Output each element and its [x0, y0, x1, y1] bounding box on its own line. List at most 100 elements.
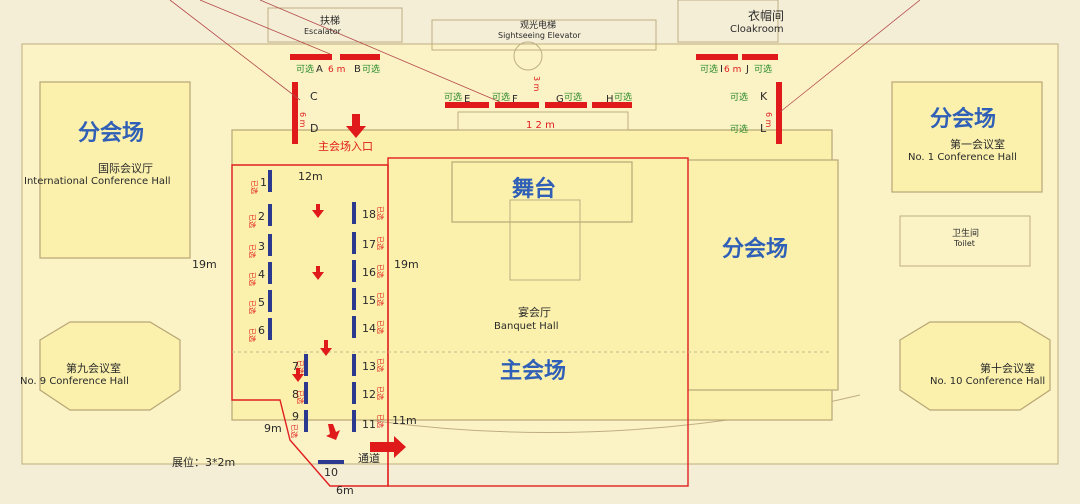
dim-corridor-top: 12m — [298, 170, 323, 183]
booth-12-mark — [352, 382, 356, 404]
booth-status-b: 可选 — [362, 63, 380, 75]
booth-num-18: 18 — [362, 208, 376, 221]
booth-15-mark — [352, 288, 356, 310]
pointer-line-4 — [779, 0, 921, 113]
stage-area — [451, 161, 633, 223]
intl-hall-cn: 国际会议厅 — [98, 162, 153, 175]
right-booth-group — [352, 202, 356, 432]
dim-elevator-gap: 3 m — [532, 76, 541, 92]
elevator-shaft — [513, 41, 543, 71]
pointer-line-2 — [199, 0, 331, 55]
booth-status-18: 已选 — [376, 206, 385, 220]
escalator-cn: 扶梯 — [320, 14, 340, 27]
dim-corridor-right: 19m — [394, 258, 419, 271]
booth-5-mark — [268, 290, 272, 312]
booth-num-4: 4 — [258, 268, 265, 281]
booth-status-15: 已选 — [376, 292, 385, 306]
booth-status-j: 可选 — [754, 63, 772, 75]
booth-letter-g: G — [556, 94, 564, 105]
booth-num-1: 1 — [260, 176, 267, 189]
booth-status-2: 已选 — [248, 214, 257, 228]
booth-num-11: 11 — [362, 418, 376, 431]
booth-status-4: 已选 — [248, 272, 257, 286]
booth-2-mark — [268, 204, 272, 226]
stage-inner — [509, 199, 581, 281]
left-booth-group — [268, 170, 308, 432]
booth-4-mark — [268, 262, 272, 284]
booth-3-mark — [268, 234, 272, 256]
booth-status-e: 可选 — [444, 91, 462, 103]
flow-arrow-5 — [326, 424, 340, 440]
corridor-boundary — [231, 164, 389, 487]
escalator-area — [267, 7, 403, 43]
booth-letter-j: J — [745, 64, 749, 75]
booth-bar-cd — [292, 82, 298, 144]
booth-status-11: 已选 — [376, 414, 385, 428]
entrance-arrow — [346, 114, 366, 138]
booth-num-3: 3 — [258, 240, 265, 253]
dim-corridor-left: 19m — [192, 258, 217, 271]
booth-num-14: 14 — [362, 322, 376, 335]
booth-status-g: 可选 — [564, 91, 582, 103]
booth-bar-f — [495, 102, 539, 108]
booth-letter-a: A — [316, 64, 323, 75]
booth-6-mark — [268, 318, 272, 340]
booth-letter-h: H — [606, 94, 614, 105]
booth-num-15: 15 — [362, 294, 376, 307]
conf9-en: No. 9 Conference Hall — [20, 376, 129, 387]
booth-status-14: 已选 — [376, 320, 385, 334]
booth-num-7: 7 — [292, 360, 299, 373]
booth-letter-f: F — [512, 94, 518, 105]
toilet-en: Toilet — [953, 239, 975, 248]
passage-label: 通道 — [358, 451, 380, 465]
booth-letter-d: D — [310, 122, 318, 135]
efgh-platform — [457, 111, 629, 131]
main-entrance-label: 主会场入口 — [318, 139, 373, 153]
elevator-cn: 观光电梯 — [520, 19, 556, 31]
booth-status-1: 已选 — [250, 180, 259, 194]
booth-status-16: 已选 — [376, 264, 385, 278]
booth-status-17: 已选 — [376, 236, 385, 250]
cloakroom-area — [677, 0, 779, 43]
dim-cd: 6 m — [298, 112, 307, 128]
cloakroom-cn: 衣帽间 — [748, 8, 784, 23]
banquet-cn: 宴会厅 — [518, 305, 551, 319]
booth-16-mark — [352, 260, 356, 282]
booth-status-6: 已选 — [248, 328, 257, 342]
booth-status-k: 可选 — [730, 91, 748, 103]
booth-bar-b — [340, 54, 380, 60]
dim-bottom-left: 9m — [264, 422, 282, 435]
booth-bar-g — [545, 102, 587, 108]
booth-18-mark — [352, 202, 356, 224]
booth-status-h: 可选 — [614, 91, 632, 103]
booth-14-mark — [352, 316, 356, 338]
booth-status-9: 已选 — [290, 424, 299, 438]
flow-arrow-3 — [320, 340, 332, 356]
booth-10-mark — [318, 460, 344, 464]
booth-11-mark — [352, 410, 356, 432]
booth-num-9: 9 — [292, 410, 299, 423]
booth-num-16: 16 — [362, 266, 376, 279]
conf9-room — [39, 321, 181, 411]
elevator-area — [431, 19, 657, 51]
dim-bottom-right: 11m — [392, 414, 417, 427]
booth-bar-a — [290, 54, 332, 60]
booth-bar-j — [742, 54, 778, 60]
flow-arrow-4 — [292, 368, 304, 382]
booth-num-12: 12 — [362, 388, 376, 401]
conf10-en: No. 10 Conference Hall — [930, 376, 1045, 387]
booth-status-i: 可选 — [700, 63, 718, 75]
booth-bar-i — [696, 54, 738, 60]
booth-status-13: 已选 — [376, 358, 385, 372]
dim-ij: 6 m — [724, 65, 741, 75]
conf1-room — [891, 81, 1043, 193]
booth-status-7: 已选 — [296, 360, 305, 374]
booth-size-label: 展位：3*2m — [172, 455, 235, 469]
booth-letter-e: E — [464, 94, 470, 105]
flow-arrow-1 — [312, 204, 324, 218]
booth-num-2: 2 — [258, 210, 265, 223]
booth-num-8: 8 — [292, 388, 299, 401]
booth-letter-i: I — [720, 64, 723, 75]
main-venue-label: 主会场 — [500, 358, 566, 384]
